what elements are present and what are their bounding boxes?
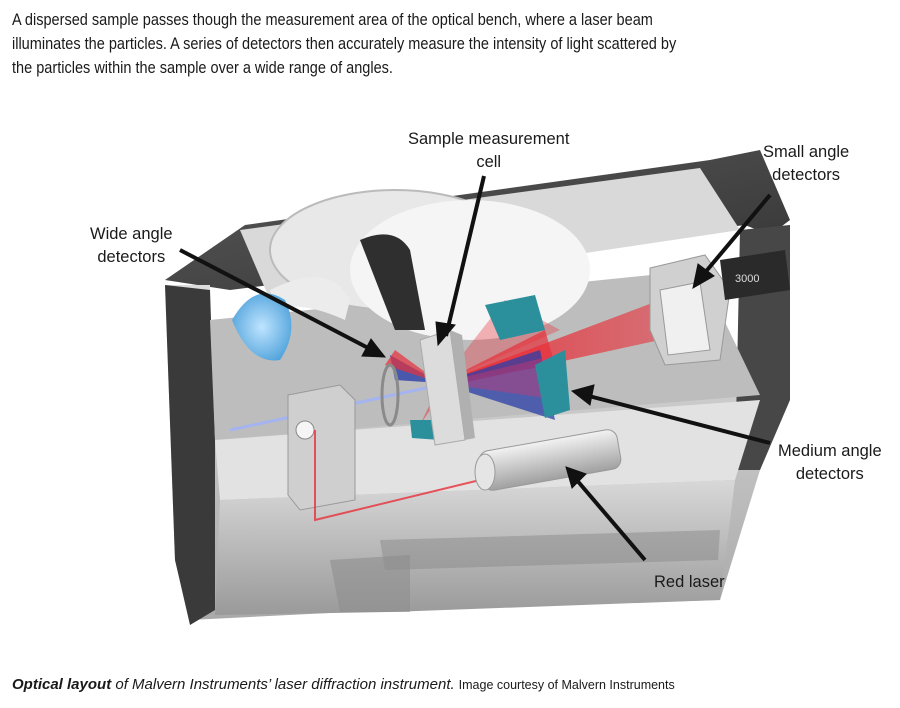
instrument-badge: 3000 <box>735 273 759 285</box>
intro-line: A dispersed sample passes though the mea… <box>12 11 653 29</box>
arrow-red-laser <box>573 476 647 562</box>
intro-line: the particles within the sample over a w… <box>12 59 393 77</box>
intro-paragraph: A dispersed sample passes though the mea… <box>12 8 681 80</box>
red-laser-tube <box>474 429 622 491</box>
medium-angle-detector-panel <box>485 295 570 418</box>
intro-line: illuminates the particles. A series of d… <box>12 35 677 53</box>
arrowhead-small-angle <box>692 263 715 289</box>
label-wide-angle-detectors: Wide angle detectors <box>90 225 173 266</box>
caption-credit: Image courtesy of Malvern Instruments <box>458 678 675 692</box>
laser-source-block <box>287 384 356 511</box>
arrow-small-angle <box>701 193 772 277</box>
figure-caption: Optical layout of Malvern Instruments’ l… <box>12 676 675 693</box>
blue-lens <box>232 293 292 361</box>
label-red-laser: Red laser <box>654 573 725 591</box>
caption-title: Optical layout <box>12 676 112 693</box>
arrow-medium-angle <box>584 393 771 445</box>
arrowhead-red-laser <box>565 466 587 489</box>
red-laser-path <box>314 430 481 522</box>
arrowhead-medium-angle <box>570 384 595 406</box>
arrow-sample-cell <box>444 175 486 337</box>
wide-angle-detector-ring <box>380 363 400 427</box>
label-medium-angle-detectors: Medium angle detectors <box>778 442 882 483</box>
arrowhead-wide-angle <box>361 338 387 358</box>
pointer-arrows <box>179 175 772 562</box>
small-angle-detector-box: 3000 <box>649 250 790 366</box>
label-small-angle-detectors: Small angle detectors <box>763 143 850 184</box>
caption-text: of Malvern Instruments’ laser diffractio… <box>111 676 455 693</box>
label-sample-measurement-cell: Sample measurement cell <box>408 130 570 171</box>
arrow-wide-angle <box>179 248 373 352</box>
arrowhead-sample-cell <box>435 321 456 347</box>
